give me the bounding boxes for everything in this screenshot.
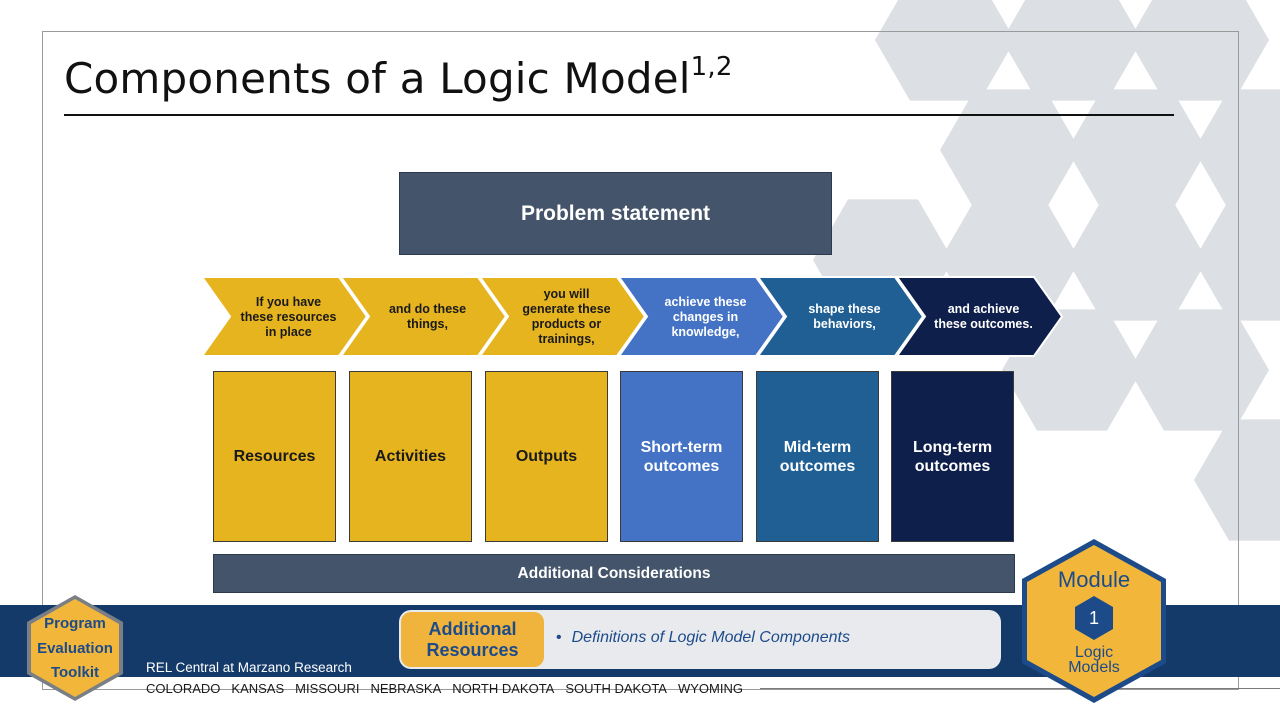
chevron-arrow-text: achieve these changes in knowledge, [664, 294, 747, 339]
state-name: KANSAS [231, 681, 285, 696]
resource-link-logic-model-definitions[interactable]: •Definitions of Logic Model Components [556, 629, 850, 646]
component-box-short-term-outcomes: Short-term outcomes [620, 371, 743, 542]
background-hexagon [940, 89, 1080, 211]
slide-title: Components of a Logic Model1,2 [64, 52, 733, 103]
chevron-arrow-text: and do these things, [388, 302, 467, 331]
background-hexagon [1067, 89, 1207, 211]
chevron-arrow [756, 276, 925, 357]
state-name: COLORADO [146, 681, 221, 696]
background-hexagon [1194, 89, 1280, 211]
state-name: MISSOURI [295, 681, 360, 696]
background-hexagon [1194, 419, 1280, 541]
component-box-activities: Activities [349, 371, 472, 542]
chevron-arrow [617, 276, 786, 357]
background-hexagon [875, 0, 1015, 101]
component-box-resources: Resources [213, 371, 336, 542]
state-name: WYOMING [677, 681, 743, 696]
component-box-outputs: Outputs [485, 371, 608, 542]
footer-rule [760, 688, 1280, 689]
chevron-arrow [895, 276, 1064, 357]
chevron-arrow-text: If you have these resources in place [240, 294, 337, 339]
module-number-hexagon-icon [1075, 596, 1113, 640]
background-hexagon [1002, 0, 1142, 101]
chevron-arrow-text: you will generate these products or trai… [522, 287, 611, 346]
bullet-icon: • [556, 629, 562, 646]
chevron-arrow-text: and achieve these outcomes. [934, 302, 1033, 331]
module-badge [1022, 539, 1166, 703]
chevron-arrow [339, 276, 508, 357]
chevron-arrow [200, 276, 369, 357]
component-box-long-term-outcomes: Long-term outcomes [891, 371, 1014, 542]
module-number: 1 [1088, 608, 1099, 628]
program-evaluation-toolkit-logo [27, 595, 123, 701]
module-name: Logic Models [1068, 644, 1120, 676]
additional-considerations-bar: Additional Considerations [213, 554, 1015, 593]
state-name: NORTH DAKOTA [452, 681, 555, 696]
organization-name: REL Central at Marzano Research [146, 660, 352, 675]
background-hexagon [1067, 199, 1207, 321]
title-underline [64, 114, 1174, 116]
additional-resources-label: Additional Resources [401, 612, 544, 667]
module-label: Module [1057, 567, 1131, 592]
state-name: NEBRASKA [370, 681, 442, 696]
chevron-arrow-text: shape these behaviors, [808, 302, 881, 331]
chevron-arrow [478, 276, 647, 357]
toolkit-logo-text: Program Evaluation Toolkit [37, 615, 113, 681]
background-hexagon [1129, 0, 1269, 101]
title-superscript: 1,2 [690, 52, 733, 82]
background-hexagon [1194, 199, 1280, 321]
states-list: COLORADO KANSAS MISSOURI NEBRASKA NORTH DAKO… [146, 681, 743, 696]
slide-frame [42, 31, 1239, 690]
state-name: SOUTH DAKOTA [565, 681, 667, 696]
component-box-mid-term-outcomes: Mid-term outcomes [756, 371, 879, 542]
background-hexagon [1129, 309, 1269, 431]
problem-statement-box: Problem statement [399, 172, 832, 255]
